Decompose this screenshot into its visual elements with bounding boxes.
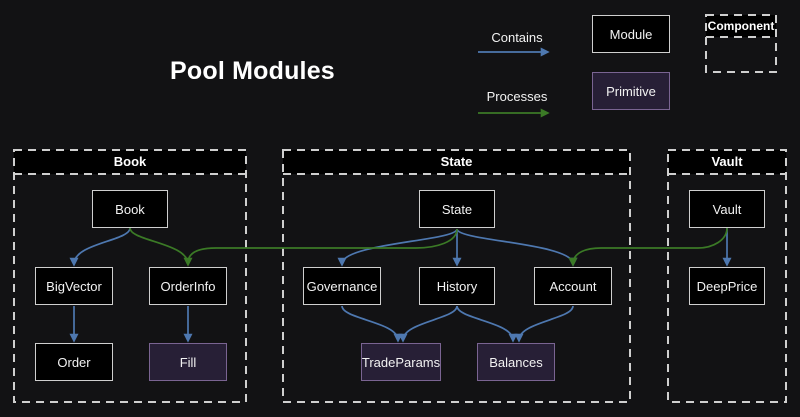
edge-book-bigvector	[69, 227, 131, 267]
edge-account-balances	[514, 305, 574, 343]
legend-primitive-label: Primitive	[606, 83, 656, 99]
node-book-label: Book	[115, 201, 145, 217]
cluster-state-title: State	[440, 154, 473, 169]
legend-module-label: Module	[609, 26, 653, 42]
node-order: Order	[35, 343, 113, 381]
cluster-state-frame	[282, 149, 631, 403]
node-history: History	[419, 267, 495, 305]
cluster-vault-frame	[667, 149, 787, 403]
edge-state-account	[456, 228, 578, 267]
node-bigvector: BigVector	[35, 267, 113, 305]
node-fill: Fill	[149, 343, 227, 381]
cluster-vault-header	[668, 150, 786, 174]
node-vault-label: Vault	[712, 201, 742, 217]
legend-component-frame	[705, 14, 777, 73]
node-account: Account	[534, 267, 612, 305]
edge-governance-tradeparams	[341, 305, 403, 343]
node-history-label: History	[436, 278, 478, 294]
node-account-label: Account	[549, 278, 597, 294]
legend-contains-label: Contains	[491, 30, 543, 45]
node-state: State	[419, 190, 495, 228]
node-order-label: Order	[57, 354, 91, 370]
cluster-book-title: Book	[113, 154, 147, 169]
node-book: Book	[92, 190, 168, 228]
cluster-book-frame	[13, 149, 247, 403]
cluster-book-header	[14, 150, 246, 174]
node-deepprice: DeepPrice	[689, 267, 765, 305]
edge-state-governance	[337, 228, 458, 267]
edge-history-tradeparams	[398, 305, 458, 343]
legend-module-node: Module	[592, 15, 670, 53]
edge-vault-account	[568, 227, 728, 267]
node-deepprice-label: DeepPrice	[696, 278, 758, 294]
legend-component-header	[706, 15, 776, 37]
node-orderinfo: OrderInfo	[149, 267, 227, 305]
node-balances: Balances	[477, 343, 555, 381]
node-fill-label: Fill	[179, 354, 197, 370]
edge-state-orderinfo	[187, 228, 458, 264]
node-governance: Governance	[303, 267, 381, 305]
node-vault: Vault	[689, 190, 765, 228]
legend-component-label: Component	[707, 19, 775, 33]
page-title: Pool Modules	[170, 57, 335, 85]
cluster-vault-title: Vault	[711, 154, 743, 169]
edge-history-balances	[456, 305, 518, 343]
node-orderinfo-label: OrderInfo	[160, 278, 216, 294]
node-bigvector-label: BigVector	[46, 278, 102, 294]
node-governance-label: Governance	[306, 278, 378, 294]
legend-processes-label: Processes	[486, 89, 548, 104]
node-state-label: State	[441, 201, 473, 217]
node-tradeparams-label: TradeParams	[361, 354, 441, 370]
node-balances-label: Balances	[489, 354, 543, 370]
legend-primitive-node: Primitive	[592, 72, 670, 110]
cluster-state-header	[283, 150, 630, 174]
node-tradeparams: TradeParams	[361, 343, 441, 381]
edge-book-orderinfo	[129, 227, 193, 267]
